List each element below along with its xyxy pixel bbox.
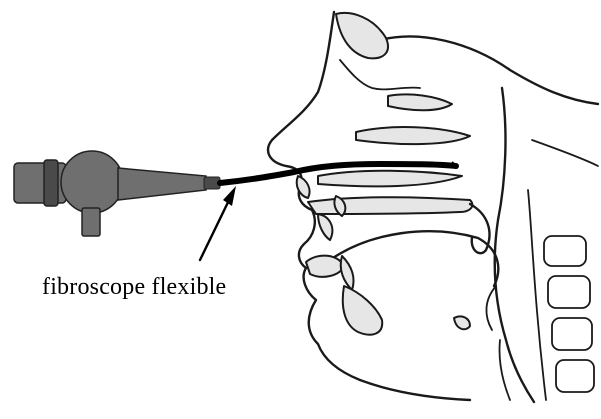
posterior-pharynx xyxy=(495,88,534,402)
inferior-turbinate xyxy=(318,171,462,187)
fibroscope xyxy=(14,151,458,236)
superior-turbinate xyxy=(388,94,452,110)
nasal-bone xyxy=(340,60,420,89)
insertion-hub xyxy=(118,168,206,200)
control-lever xyxy=(82,208,100,236)
head-section xyxy=(268,12,598,402)
lower-incisor xyxy=(341,256,354,290)
upper-incisor xyxy=(318,214,332,240)
middle-turbinate xyxy=(356,127,470,144)
pointer-arrow xyxy=(200,186,236,260)
mandible xyxy=(343,286,382,335)
control-body xyxy=(61,151,123,213)
hard-palate xyxy=(308,197,472,214)
lower-lip xyxy=(306,256,344,277)
soft-palate xyxy=(470,204,489,253)
epiglottis xyxy=(486,286,496,330)
frontal-sinus xyxy=(336,13,388,58)
hyoid xyxy=(454,316,470,329)
cervical-vertebrae xyxy=(528,140,598,400)
eyepiece-ring xyxy=(44,160,58,206)
tongue-dorsum xyxy=(330,231,498,286)
fibroscope-label: fibroscope flexible xyxy=(42,273,226,301)
